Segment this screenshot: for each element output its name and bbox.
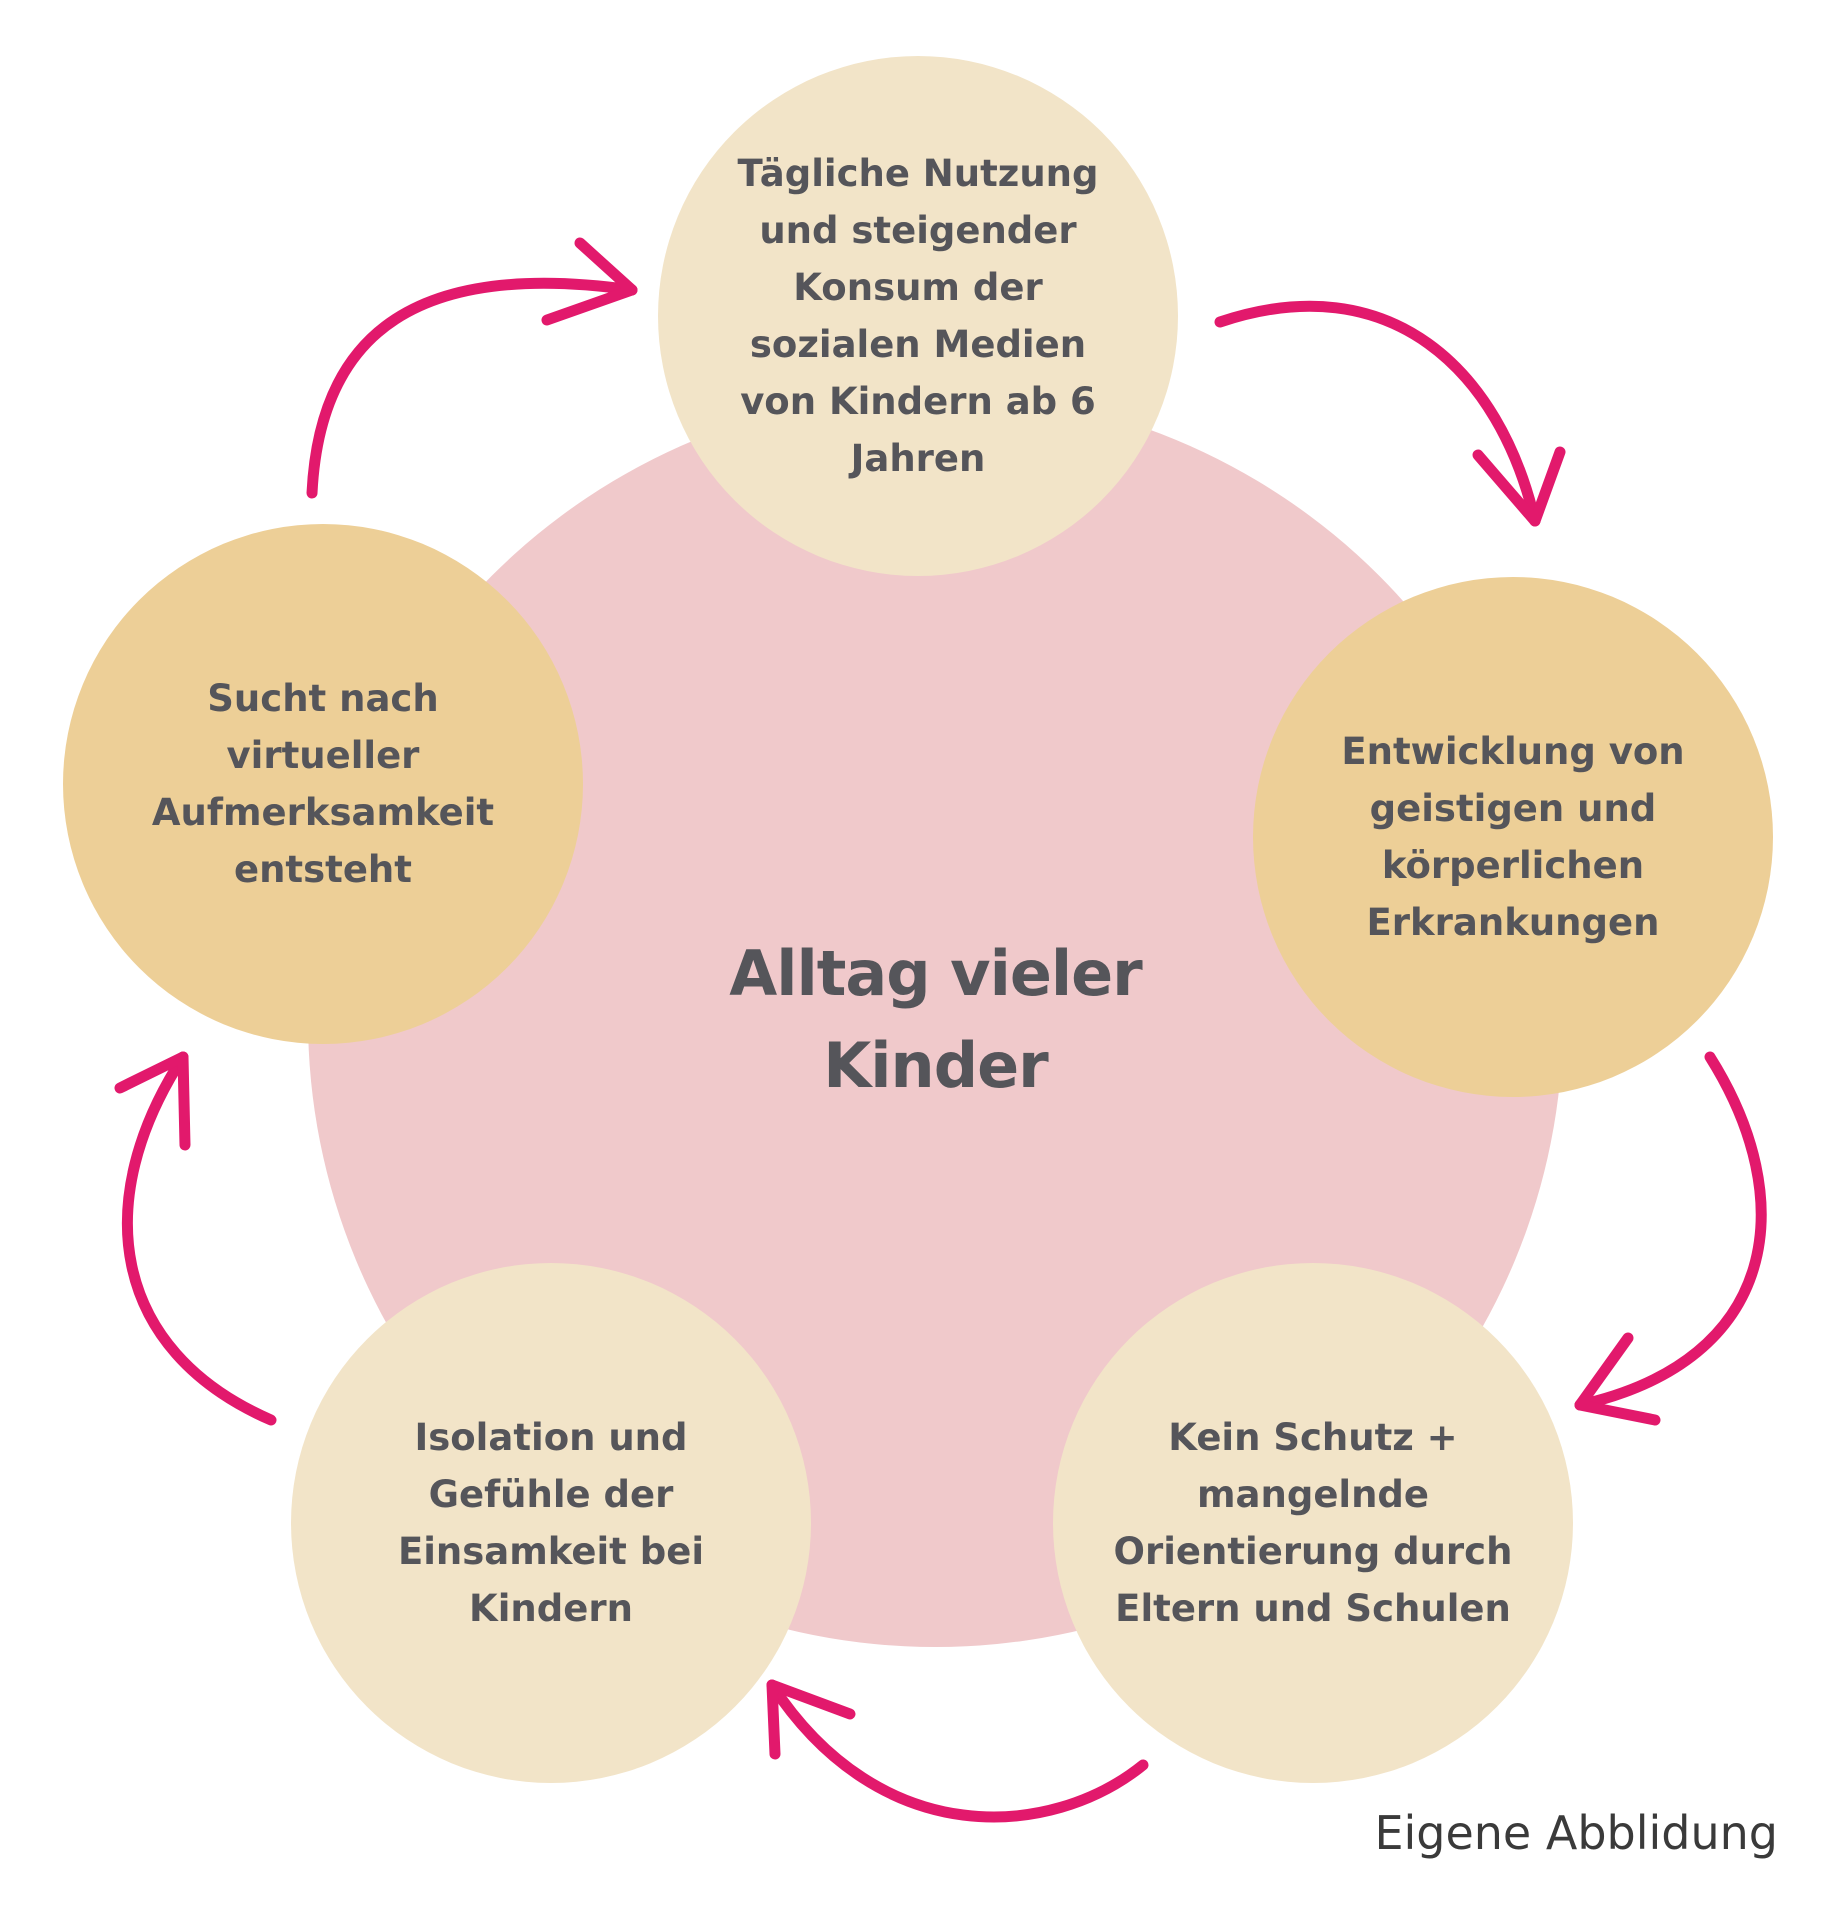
arrow-4-to-5-shaft: [121, 1051, 277, 1426]
arrow-1-to-2: [1214, 300, 1566, 527]
center-label: Alltag vieler Kinder: [729, 936, 1143, 1102]
arrow-4-to-5-head: [114, 1051, 191, 1151]
node-2: Entwicklung von geistigen und körperlich…: [1253, 577, 1773, 1097]
arrow-2-to-3: [1574, 1051, 1767, 1426]
node-2-label: Entwicklung von geistigen und körperlich…: [1341, 730, 1685, 944]
arrow-2-to-3-head: [1574, 1332, 1661, 1426]
node-1: Tägliche Nutzung und steigender Konsum d…: [658, 56, 1178, 576]
arrow-5-to-1-shaft: [306, 277, 638, 499]
node-3-label: Kein Schutz + mangelnde Orientierung dur…: [1113, 1416, 1513, 1630]
node-4-label: Isolation und Gefühle der Einsamkeit bei…: [397, 1416, 705, 1630]
image-credit: Eigene Abblidung: [1374, 1806, 1778, 1860]
arrow-2-to-3-shaft: [1574, 1051, 1767, 1411]
node-4: Isolation und Gefühle der Einsamkeit bei…: [291, 1263, 811, 1783]
arrow-5-to-1: [306, 237, 638, 499]
arrow-5-to-1-head: [541, 237, 638, 326]
arrow-1-to-2-head: [1472, 446, 1566, 527]
arrow-1-to-2-shaft: [1214, 300, 1541, 527]
arrow-3-to-4-shaft: [766, 1679, 1149, 1823]
arrow-3-to-4-head: [766, 1679, 856, 1760]
node-3: Kein Schutz + mangelnde Orientierung dur…: [1053, 1263, 1573, 1783]
arrow-4-to-5: [114, 1051, 277, 1426]
node-5-label: Sucht nach virtueller Aufmerksamkeit ent…: [151, 677, 495, 891]
node-1-label: Tägliche Nutzung und steigender Konsum d…: [737, 152, 1099, 480]
arrow-3-to-4: [766, 1679, 1149, 1823]
node-5: Sucht nach virtueller Aufmerksamkeit ent…: [63, 524, 583, 1044]
